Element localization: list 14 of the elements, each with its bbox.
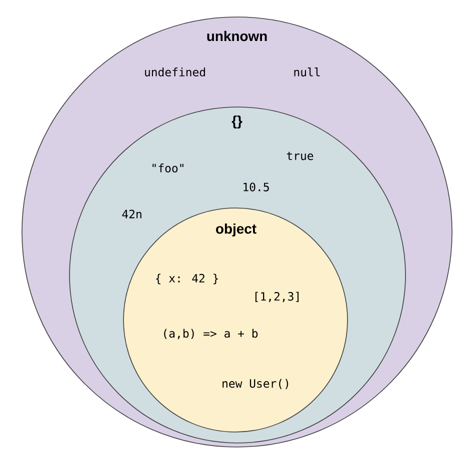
value-label: 10.5: [244, 182, 269, 192]
value-label: 42n: [122, 210, 142, 218]
set-title: object: [216, 224, 256, 236]
value-label: { x: 42 }: [156, 274, 218, 284]
value-label: true: [286, 152, 314, 160]
set-title: unknown: [207, 30, 267, 42]
value-label: null: [294, 68, 320, 76]
value-label: new User(): [222, 378, 288, 390]
value-label: [1,2,3]: [255, 292, 299, 302]
value-label: "foo": [152, 164, 184, 172]
set-title: {}: [232, 116, 242, 128]
set-circle: [123, 208, 348, 432]
value-label: undefined: [145, 68, 205, 76]
value-label: (a,b) => a + b: [164, 328, 258, 340]
